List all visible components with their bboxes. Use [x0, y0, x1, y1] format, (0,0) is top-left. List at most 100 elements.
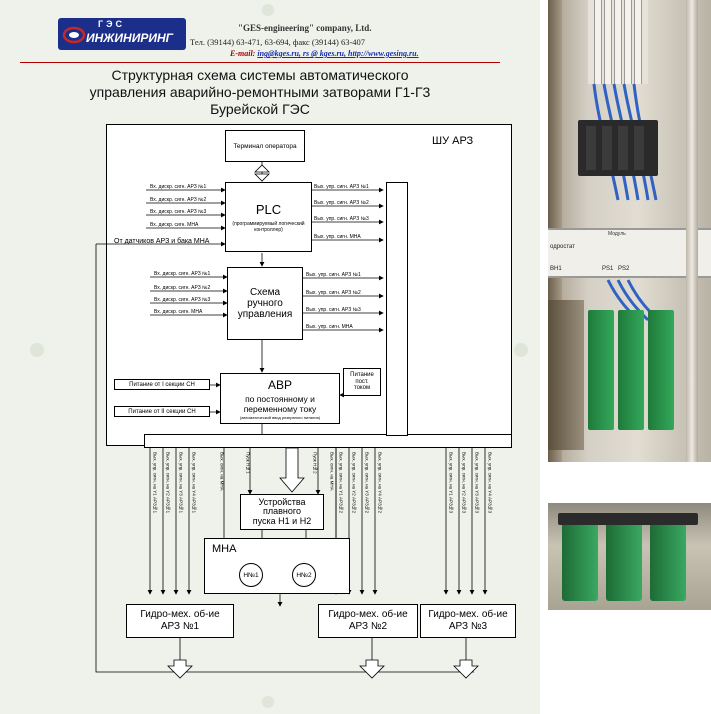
power-in-1-label: Питание от I секции СН — [129, 381, 195, 388]
group2-signal-4: Вых. упр. сигн. на Y4 АРЗ№2 — [377, 452, 383, 514]
signal-bus — [144, 434, 512, 448]
company-logo: ГЭС ИНЖИНИРИНГ — [58, 18, 186, 50]
title-line-1: Структурная схема системы автоматическог… — [111, 67, 409, 83]
pump-2: Н№2 — [292, 563, 316, 587]
logo-swirl-icon — [62, 26, 86, 44]
manual-output-4: Вых. упр. сигн. МНА — [306, 324, 353, 330]
plc-output-3: Вых. упр. сигн. АРЗ №3 — [314, 216, 369, 222]
hydro-block-1: Гидро-мех. об-ие АРЗ №1 — [126, 604, 234, 638]
manual-output-2: Вых. упр. сигн. АРЗ №2 — [306, 290, 361, 296]
hydro-block-3: Гидро-мех. об-ие АРЗ №3 — [420, 604, 516, 638]
page-deco-circle-left — [30, 343, 44, 357]
group1-signal-4: Вых. упр. сигн. на Y4 АРЗ№1 — [191, 452, 197, 514]
power-dc-line-3: током — [353, 385, 371, 392]
plc-title: PLC — [255, 201, 282, 217]
avr-line-1: по постоянному и — [245, 393, 315, 404]
left-device — [548, 300, 584, 450]
company-email-line: E-mail: ing@kges.ru, rs @ kges.ru, http:… — [230, 50, 419, 58]
manual-input-3: Вх. дискр. сигн. АРЗ №3 — [154, 297, 211, 303]
power-dc-block: Питание пост. током — [343, 368, 381, 396]
page-deco-circle-bottom — [262, 696, 274, 708]
plc-input-2: Вх. дискр. сигн. АРЗ №2 — [150, 197, 207, 203]
mna-frame — [204, 538, 350, 594]
closeup-module-1 — [562, 521, 598, 601]
relay-modules — [578, 120, 658, 176]
manual-line-1: Схема — [249, 287, 281, 298]
plc-subtitle: (программируемый логический контроллер) — [232, 220, 305, 233]
soft-starter-block: Устройства плавного пуска Н1 и Н2 — [240, 494, 324, 530]
plc-input-1: Вх. дискр. сигн. АРЗ №1 — [150, 184, 207, 190]
plc-output-4: Вых. упр. сигн. МНА — [314, 234, 361, 240]
soft-line-1: Устройства — [258, 496, 306, 507]
power-dc-line-2: пост. — [355, 378, 369, 385]
group3-signal-3: Вых. упр. сигн. на Y3 АРЗ№3 — [474, 452, 480, 514]
hydro1-line-1: Гидро-мех. об-ие — [140, 609, 220, 620]
plc-input-3: Вх. дискр. сигн. АРЗ №3 — [150, 209, 207, 215]
plc-block: PLC (программируемый логический контролл… — [225, 182, 312, 252]
soft-signal-2: Пуск Н№1 — [245, 452, 251, 474]
manual-output-3: Вых. упр. сигн. АРЗ №3 — [306, 307, 361, 313]
group2-signal-1: Вых. упр. сигн. на Y1 АРЗ№2 — [338, 452, 344, 514]
power-in-2-label: Питание от II секции СН — [128, 408, 196, 415]
shu-label: ШУ АРЗ — [432, 135, 474, 147]
mna-label: МНА — [212, 543, 237, 555]
email-links[interactable]: ing@kges.ru, rs @ kges.ru, http://www.ge… — [257, 49, 419, 58]
plc-input-4: Вх. дискр. сигн. МНА — [150, 222, 199, 228]
group3-signal-2: Вых. упр. сигн. на Y2 АРЗ№3 — [461, 452, 467, 514]
group1-signal-1: Вых. упр. сигн. на Y1 АРЗ№1 — [152, 452, 158, 514]
group2-signal-2: Вых. упр. сигн. на Y2 АРЗ№2 — [351, 452, 357, 514]
din-rail — [548, 228, 711, 278]
hydro3-line-1: Гидро-мех. об-ие — [428, 609, 508, 620]
hydro-block-2: Гидро-мех. об-ие АРЗ №2 — [318, 604, 418, 638]
plc-output-1: Вых. упр. сигн. АРЗ №1 — [314, 184, 369, 190]
soft-signal-3: Пуск Н№2 — [312, 452, 318, 474]
group1-signal-3: Вых. упр. сигн. на Y3 АРЗ№1 — [178, 452, 184, 514]
logo-main-text: ИНЖИНИРИНГ — [86, 31, 174, 45]
photo-label-hydrostat: одростат — [550, 244, 576, 250]
avr-line-2: переменному току — [243, 403, 317, 414]
manual-output-1: Вых. упр. сигн. АРЗ №1 — [306, 272, 361, 278]
email-label: E-mail: — [230, 49, 258, 58]
manual-input-1: Вх. дискр. сигн. АРЗ №1 — [154, 271, 211, 277]
operator-terminal: Терминал оператора — [225, 130, 305, 162]
diagram-connectors — [95, 162, 488, 679]
hydro1-line-2: АРЗ №1 — [160, 621, 200, 632]
group1-signal-2: Вых. упр. сигн. на Y2 АРЗ№1 — [165, 452, 171, 514]
power-in-1: Питание от I секции СН — [114, 379, 210, 390]
right-rail — [686, 0, 698, 462]
pump-2-label: Н№2 — [296, 571, 312, 579]
pump-1: Н№1 — [239, 563, 263, 587]
soft-signal-1: Вых. сигн. на МНА — [219, 452, 225, 491]
photo-label-module: Модуль — [608, 231, 626, 237]
company-phones: Тел. (39144) 63-471, 63-694, факс (39144… — [190, 37, 366, 47]
manual-control-block: Схема ручного управления — [227, 267, 303, 340]
header-divider — [20, 62, 500, 63]
group3-signal-4: Вых. упр. сигн. на Y4 АРЗ№3 — [487, 452, 493, 514]
manual-input-2: Вх. дискр. сигн. АРЗ №2 — [154, 285, 211, 291]
output-collector — [386, 182, 408, 436]
cabinet-photo: Модуль PS1 PS2 ВН1 одростат — [548, 0, 711, 462]
operator-terminal-label: Терминал оператора — [233, 142, 297, 150]
manual-line-2: ручного — [247, 298, 283, 309]
logo-top-text: ГЭС — [98, 19, 126, 29]
soft-line-3: пуска Н1 и Н2 — [252, 515, 312, 526]
power-in-2: Питание от II секции СН — [114, 406, 210, 417]
hydro2-line-1: Гидро-мех. об-ие — [328, 609, 408, 620]
modules-closeup-photo — [548, 503, 711, 610]
terminal-strip-top — [588, 0, 648, 84]
avr-block: АВР по постоянному и переменному току (а… — [220, 373, 340, 424]
title-line-2: управления аварийно-ремонтными затворами… — [89, 84, 431, 100]
power-dc-line-1: Питание — [350, 372, 374, 379]
closeup-module-2 — [606, 521, 642, 601]
photo-label-ps2: PS2 — [618, 266, 630, 272]
closeup-module-3 — [650, 521, 686, 601]
pump-1-label: Н№1 — [243, 571, 259, 579]
plc-output-2: Вых. упр. сигн. АРЗ №2 — [314, 200, 369, 206]
photo-label-ps1: PS1 — [602, 266, 614, 272]
company-name: "GES-engineering" company, Ltd. — [238, 23, 372, 33]
avr-subtitle: (автоматический ввод резервного питания) — [239, 414, 321, 420]
closeup-top-caps — [558, 513, 698, 525]
soft-line-2: плавного — [263, 506, 301, 517]
manual-input-4: Вх. дискр. сигн. МНА — [154, 309, 203, 315]
avr-title: АВР — [267, 377, 292, 392]
